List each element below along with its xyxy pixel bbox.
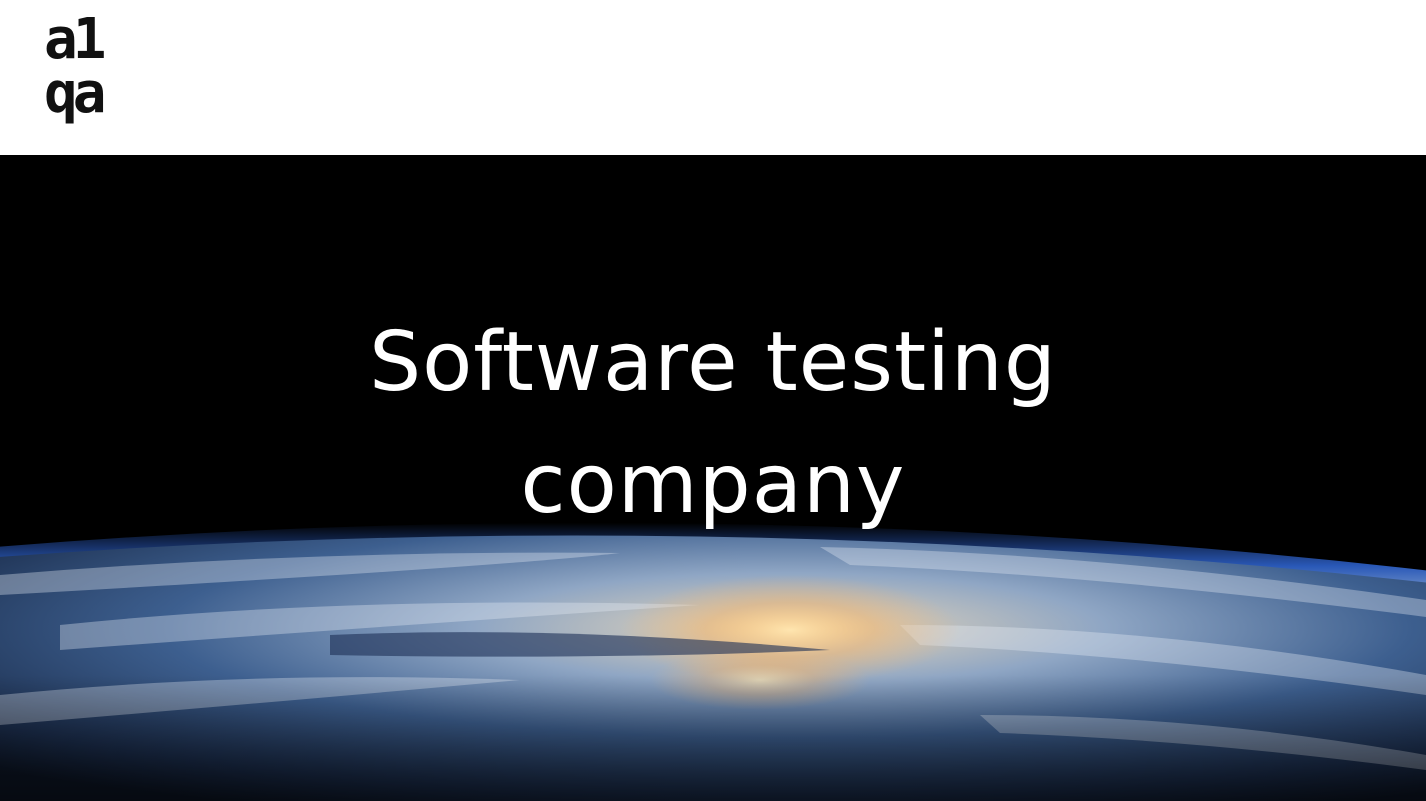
- logo-line-top: a1: [44, 7, 106, 72]
- a1qa-logo[interactable]: a1 qa: [44, 10, 144, 145]
- hero-headline: Software testing company: [0, 302, 1426, 546]
- site-header: a1 qa: [0, 0, 1426, 155]
- earth-horizon-image: [0, 522, 1426, 801]
- hero-headline-line2: company: [520, 436, 906, 532]
- hero-headline-line1: Software testing: [369, 314, 1057, 410]
- hero-banner: Software testing company: [0, 155, 1426, 801]
- logo-line-bottom: qa: [44, 61, 106, 126]
